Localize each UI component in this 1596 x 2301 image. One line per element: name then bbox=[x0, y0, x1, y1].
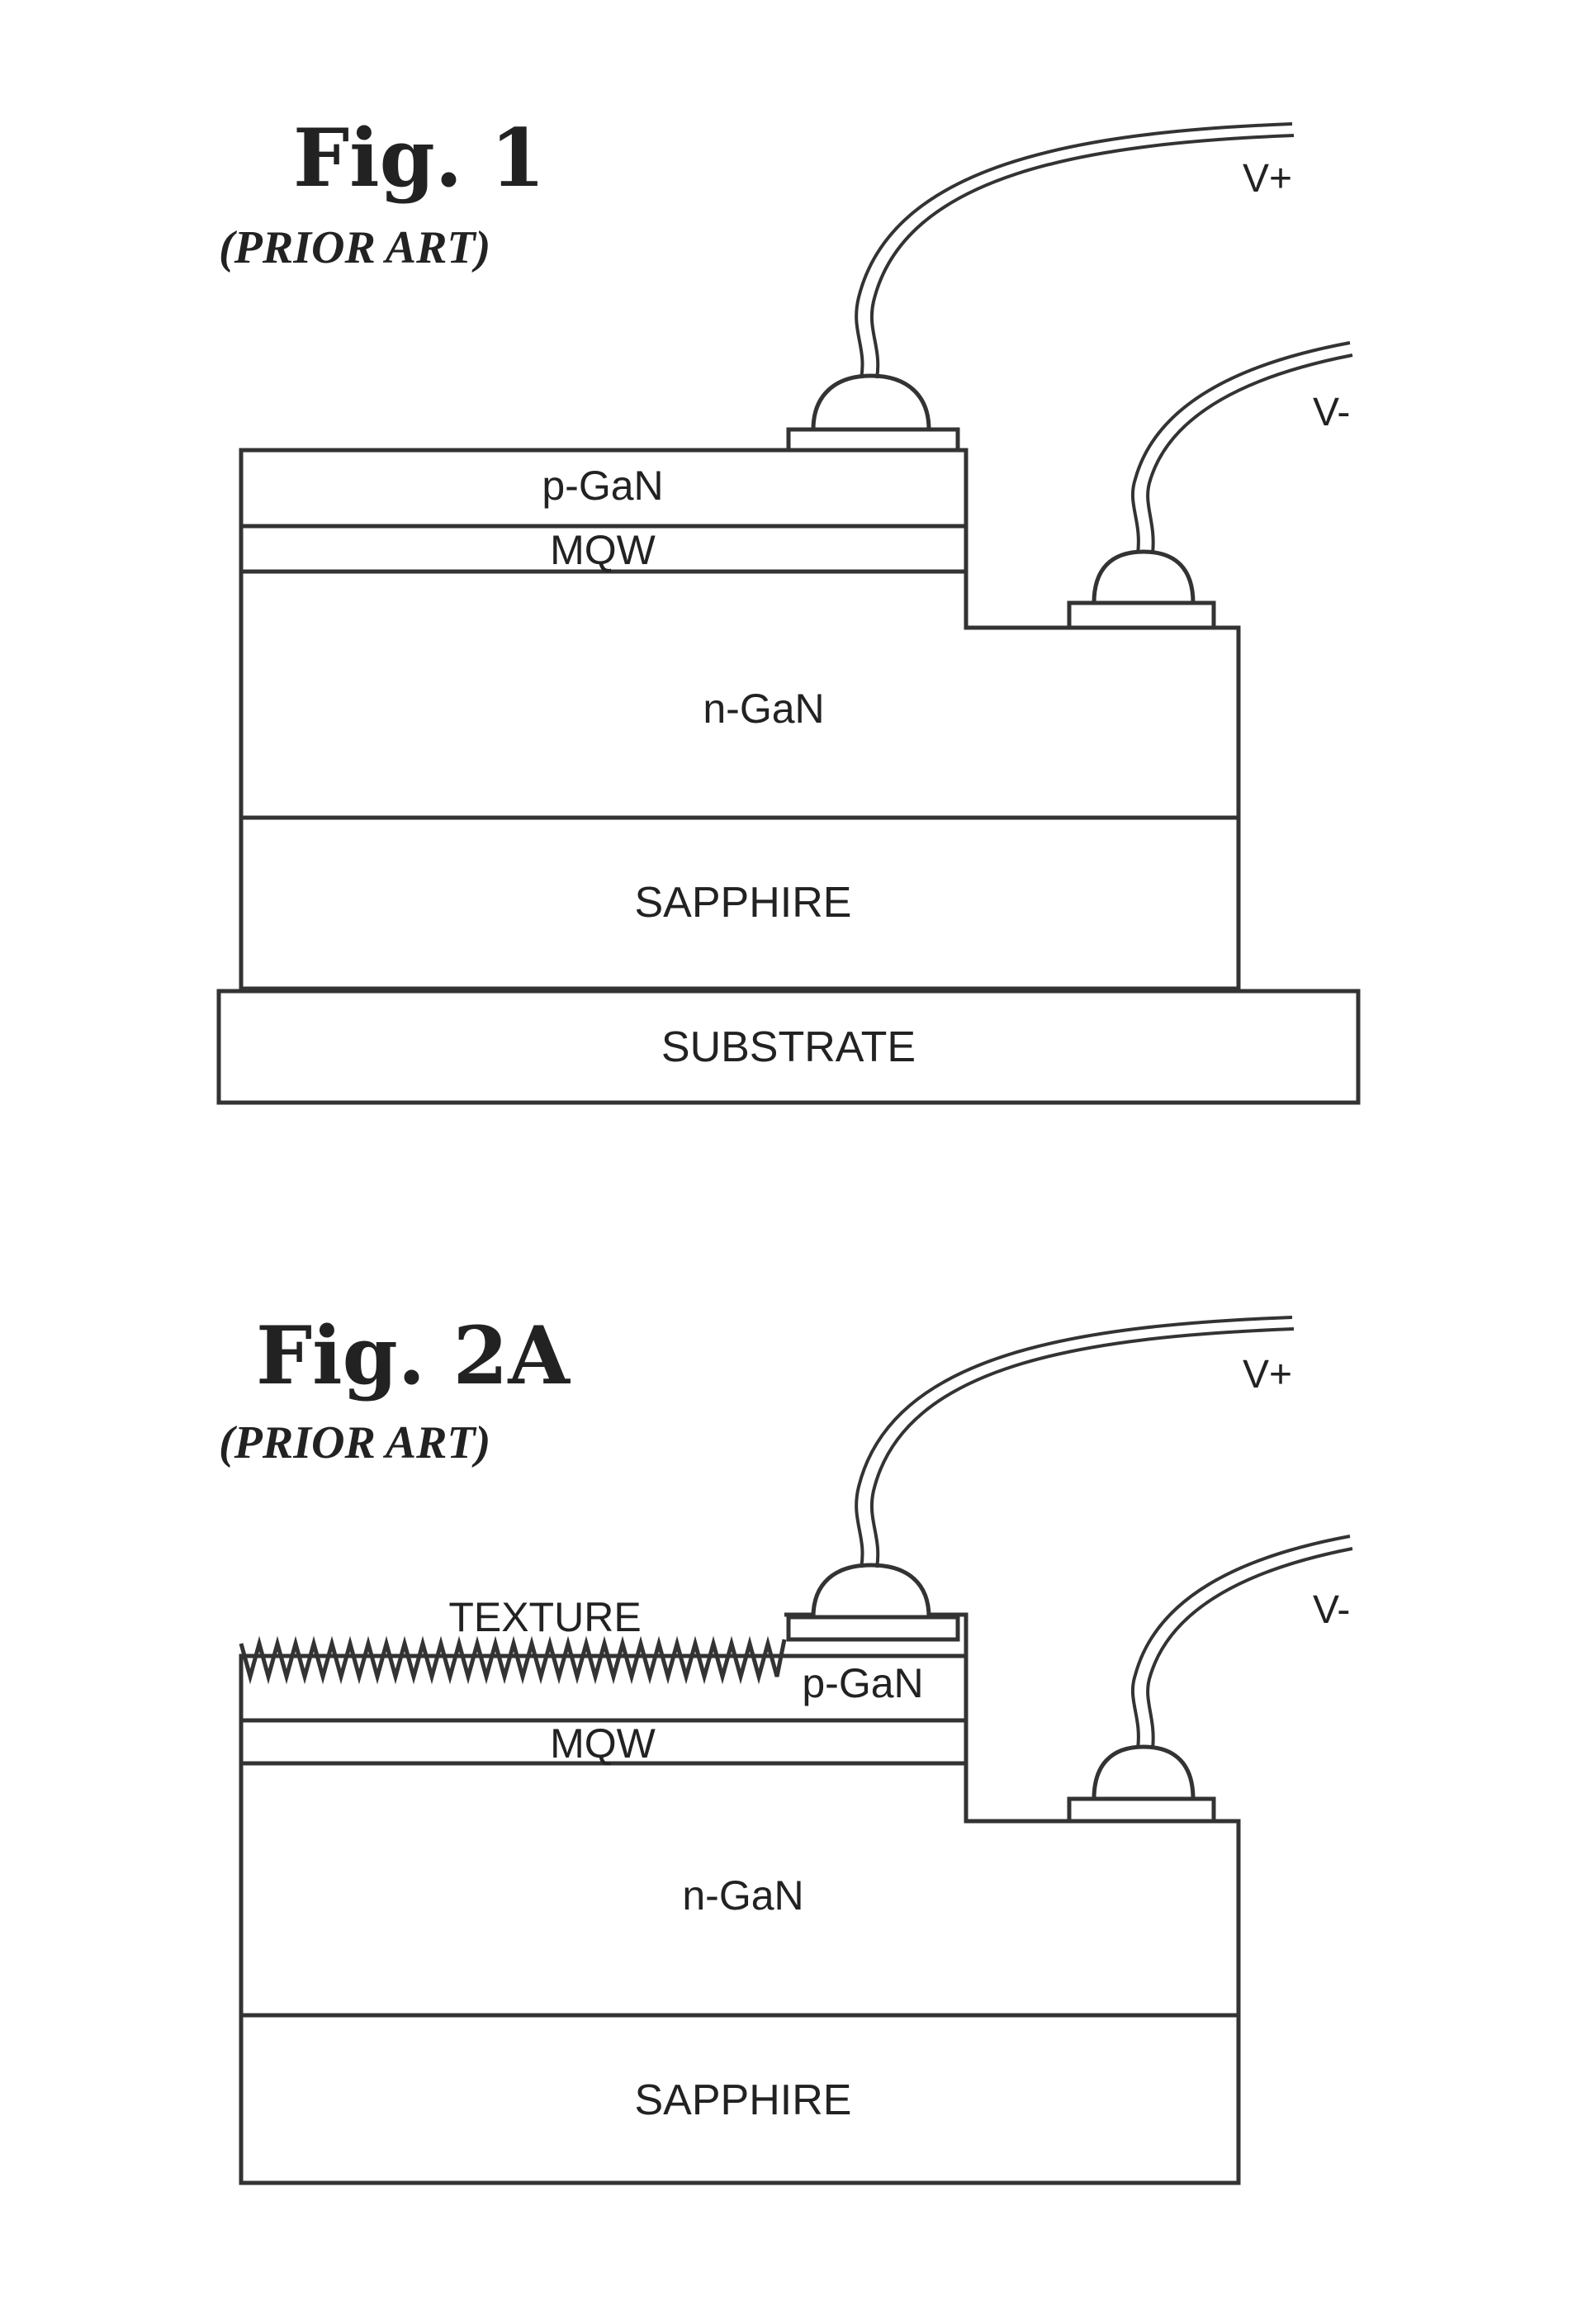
figure-2a-subtitle: (PRIOR ART) bbox=[219, 1417, 490, 1468]
p-contact-pad bbox=[789, 1617, 958, 1639]
figure-2a-title: Fig. 2A bbox=[256, 1309, 571, 1402]
negative-wire-inner bbox=[1148, 355, 1352, 553]
p-gan-label: p-GaN bbox=[802, 1660, 923, 1706]
n-bond-ball bbox=[1094, 1747, 1193, 1799]
p-bond-ball bbox=[813, 1565, 929, 1617]
negative-wire-inner bbox=[1148, 1549, 1352, 1748]
p-gan-label: p-GaN bbox=[542, 463, 663, 509]
n-contact-pad bbox=[1069, 1799, 1214, 1821]
figure-1-title: Fig. 1 bbox=[293, 111, 545, 205]
mqw-label: MQW bbox=[550, 527, 656, 573]
n-bond-ball bbox=[1094, 552, 1193, 603]
n-gan-label: n-GaN bbox=[682, 1872, 803, 1919]
positive-wire-inner bbox=[872, 1329, 1294, 1568]
positive-terminal-label: V+ bbox=[1243, 1353, 1292, 1397]
positive-wire bbox=[856, 1317, 1292, 1568]
figure-1: Fig. 1 (PRIOR ART) SUBSTRATE p-GaN MQW n… bbox=[219, 111, 1358, 1103]
p-contact-pad bbox=[789, 429, 958, 450]
n-gan-label: n-GaN bbox=[703, 686, 824, 732]
n-contact-pad bbox=[1069, 603, 1214, 628]
p-bond-ball bbox=[813, 376, 929, 429]
substrate-label: SUBSTRATE bbox=[661, 1023, 916, 1071]
sapphire-label: SAPPHIRE bbox=[635, 879, 852, 927]
sapphire-label: SAPPHIRE bbox=[635, 2076, 852, 2124]
figure-1-subtitle: (PRIOR ART) bbox=[219, 222, 490, 273]
negative-terminal-label: V- bbox=[1313, 1588, 1350, 1632]
mqw-label: MQW bbox=[550, 1720, 656, 1767]
positive-wire-inner bbox=[872, 135, 1294, 378]
positive-terminal-label: V+ bbox=[1243, 157, 1292, 201]
texture-label: TEXTURE bbox=[448, 1594, 641, 1640]
figure-2a: Fig. 2A (PRIOR ART) TEXTURE p-GaN MQW n-… bbox=[219, 1309, 1352, 2183]
positive-wire bbox=[856, 124, 1292, 378]
negative-terminal-label: V- bbox=[1313, 391, 1350, 434]
